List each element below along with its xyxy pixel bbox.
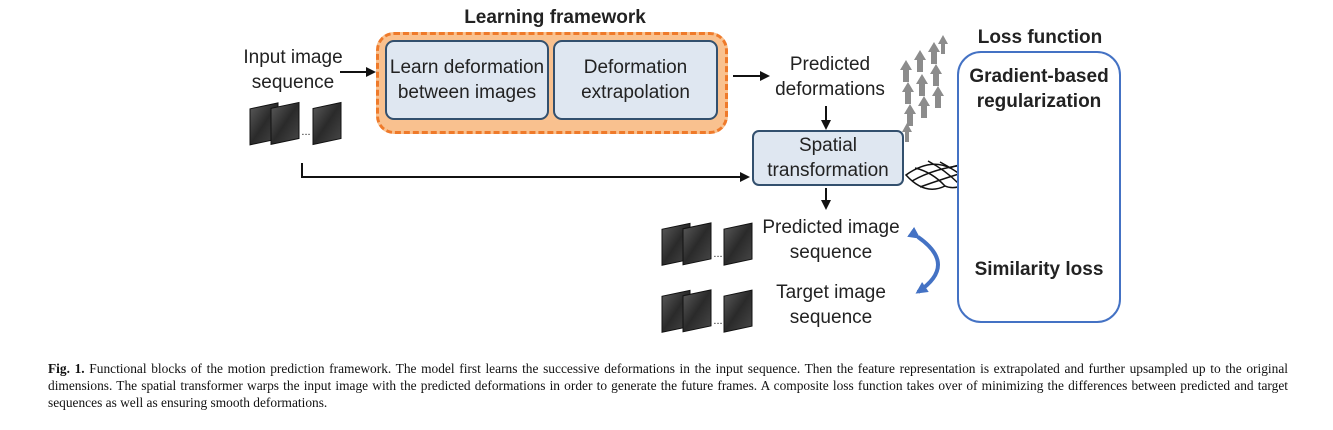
target-image-stack: [661, 289, 753, 333]
deformation-field-icon: [900, 35, 948, 142]
similarity-loss-label: Similarity loss: [974, 259, 1104, 280]
input-image-stack: [249, 101, 342, 146]
spatial-transformation-box: Spatial transformation: [752, 130, 904, 186]
learn-deformation-box: Learn deformation between images: [385, 40, 549, 120]
input-ellipsis: ...: [301, 126, 311, 138]
comparison-double-arrow: [907, 226, 940, 294]
predicted-sequence-label: Predicted image sequence: [762, 217, 900, 263]
gradient-regularization-label: Gradient-based regularization: [969, 66, 1109, 112]
deformation-extrapolation-box: Deformation extrapolation: [553, 40, 718, 120]
target-ellipsis: ...: [713, 315, 723, 327]
predicted-image-stack: [661, 222, 753, 266]
loss-function-title: Loss function: [977, 27, 1103, 48]
predicted-ellipsis: ...: [713, 248, 723, 260]
predicted-deformations-label: Predicted deformations: [775, 54, 885, 100]
figure-caption: Fig. 1. Functional blocks of the motion …: [48, 360, 1288, 411]
input-sequence-label: Input image sequence: [243, 47, 343, 93]
loss-function-container: [957, 51, 1121, 323]
caption-text: Functional blocks of the motion predicti…: [48, 361, 1288, 410]
target-sequence-label: Target image sequence: [776, 282, 886, 328]
learning-framework-title: Learning framework: [464, 7, 646, 28]
figure-label: Fig. 1.: [48, 361, 85, 376]
arrow-input-to-spatial: [301, 163, 750, 182]
